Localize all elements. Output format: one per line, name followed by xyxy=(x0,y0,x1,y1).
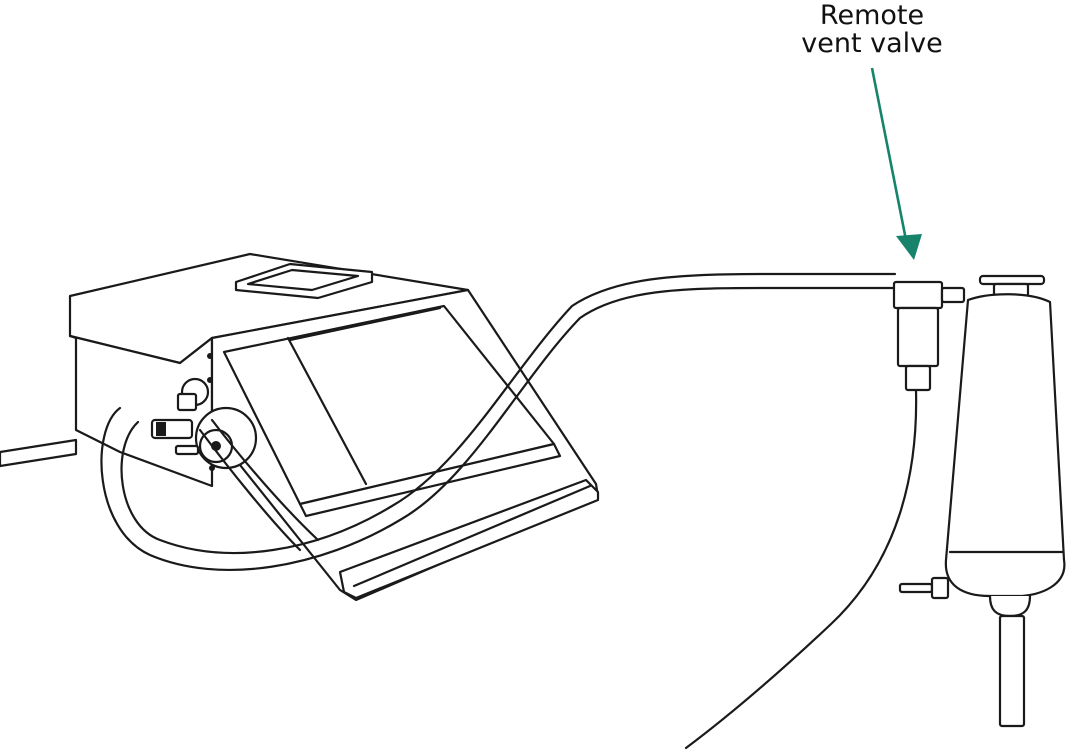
callout-line-2: vent valve xyxy=(801,28,943,59)
suction-tube-inner xyxy=(120,272,897,555)
callout-arrow xyxy=(870,67,922,260)
vent-valve-icon xyxy=(892,280,966,392)
drain-tube xyxy=(684,388,918,750)
callout-line-1: Remote xyxy=(819,0,925,31)
callout-label: Remote vent valve xyxy=(792,2,952,58)
pump-tube-loop xyxy=(198,428,302,552)
suction-tube-outer xyxy=(100,286,897,572)
vacuum-flask-icon xyxy=(898,274,1066,728)
